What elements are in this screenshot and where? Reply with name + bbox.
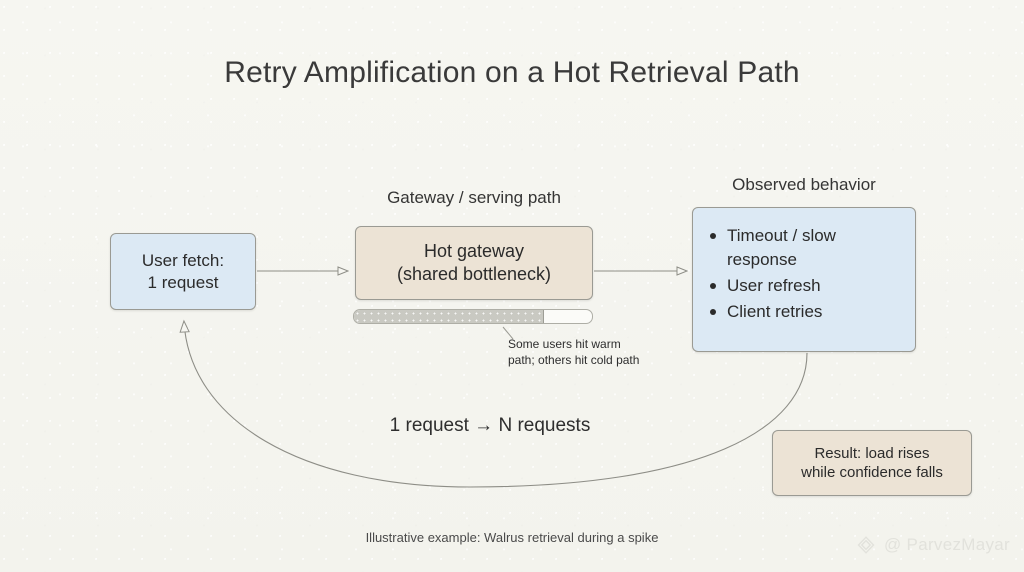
- gateway-group-label: Gateway / serving path: [387, 188, 561, 207]
- node-user-fetch-text: User fetch: 1 request: [134, 250, 232, 294]
- node-result-text: Result: load rises while confidence fall…: [793, 444, 951, 482]
- node-user-fetch-line2: 1 request: [147, 272, 219, 292]
- list-item: Timeout / slow response: [710, 224, 905, 272]
- node-hot-gateway-line2: (shared bottleneck): [396, 264, 552, 284]
- watermark: @ ParvezMayar: [855, 535, 1010, 555]
- watermark-handle: @ ParvezMayar: [883, 535, 1010, 554]
- feedback-curve-label: 1 request → N requests: [389, 415, 591, 436]
- figure-caption: Illustrative example: Walrus retrieval d…: [365, 530, 659, 545]
- node-user-fetch-line1: User fetch:: [141, 250, 225, 270]
- cache-bar-annotation-line2: path; others hit cold path: [508, 352, 640, 367]
- node-hot-gateway[interactable]: Hot gateway (shared bottleneck): [355, 226, 593, 300]
- node-result-line1: Result: load rises: [814, 444, 930, 462]
- node-result-line2: while confidence falls: [801, 464, 943, 481]
- list-item: Client retries: [710, 300, 905, 324]
- cache-hit-bar-fill: [354, 310, 545, 323]
- cache-bar-annotation: Some users hit warm path; others hit col…: [508, 337, 688, 369]
- observed-group-label: Observed behavior: [732, 175, 876, 194]
- node-hot-gateway-line1: Hot gateway: [423, 240, 525, 261]
- list-item: User refresh: [710, 274, 905, 298]
- node-hot-gateway-text: Hot gateway (shared bottleneck): [389, 240, 559, 286]
- cache-bar-annotation-line1: Some users hit warm: [508, 337, 621, 351]
- observed-behavior-list: Timeout / slow response User refresh Cli…: [693, 208, 915, 327]
- diamond-gem-icon: [857, 536, 875, 554]
- node-result[interactable]: Result: load rises while confidence fall…: [772, 430, 972, 496]
- node-observed-behavior[interactable]: Timeout / slow response User refresh Cli…: [692, 207, 916, 352]
- cache-hit-bar[interactable]: [353, 309, 593, 324]
- node-user-fetch[interactable]: User fetch: 1 request: [110, 233, 256, 310]
- page-title: Retry Amplification on a Hot Retrieval P…: [224, 56, 800, 89]
